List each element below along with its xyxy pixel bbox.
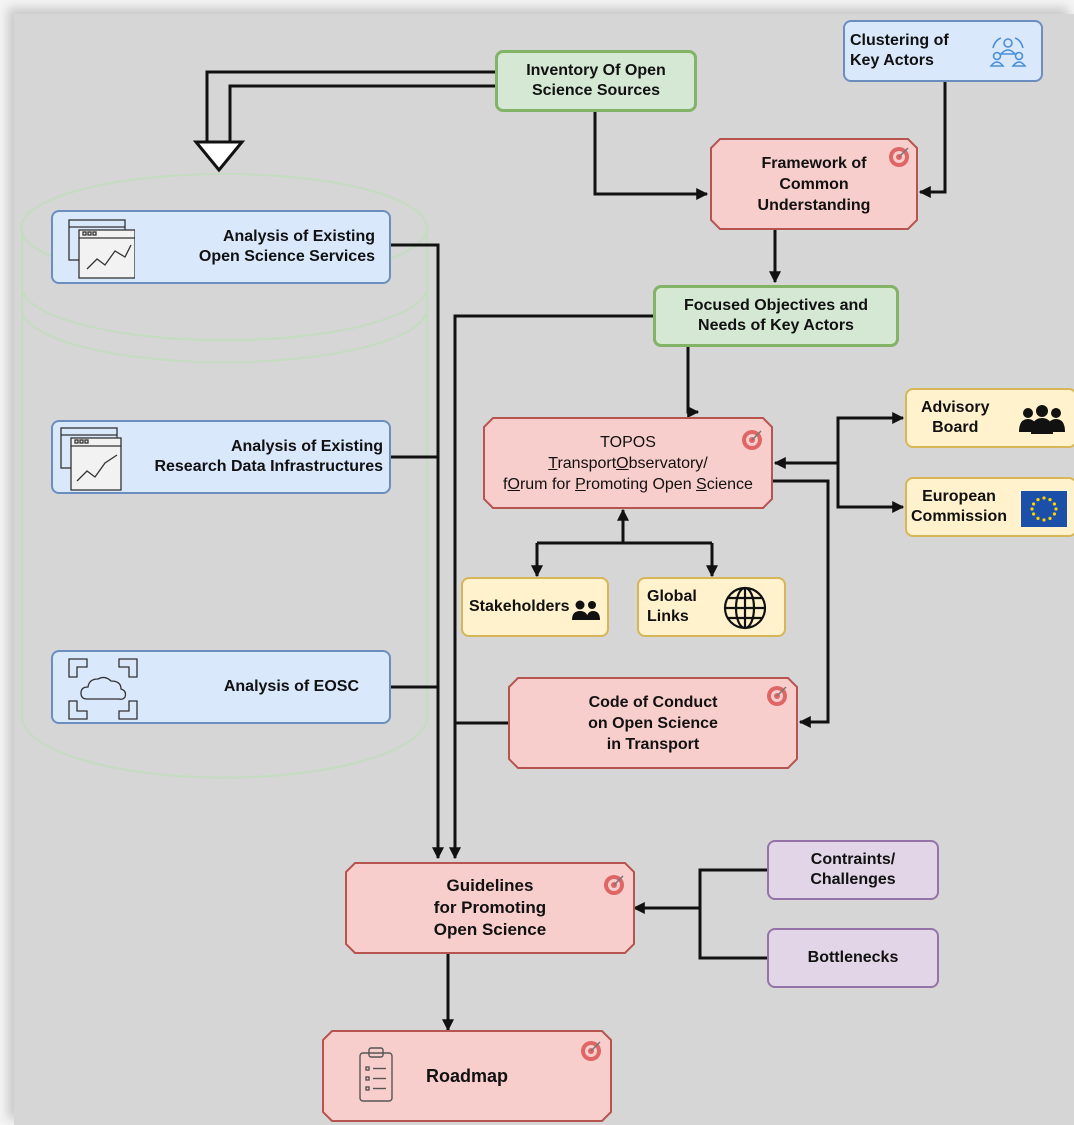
inventory-node[interactable]: Inventory Of Open Science Sources <box>495 50 697 112</box>
topos-label: TOPOS TransportObservatory/ fOrum for Pr… <box>483 417 773 509</box>
focused-label: Focused Objectives and Needs of Key Acto… <box>683 297 869 334</box>
topos-bservatory: bservatory/ <box>628 454 708 472</box>
topos-s: S <box>696 475 707 493</box>
analysis-rdi-node[interactable]: Analysis of Existing Research Data Infra… <box>51 420 391 494</box>
code-of-conduct-node[interactable]: Code of Conduct on Open Science in Trans… <box>508 677 798 769</box>
clustering-label: Clustering of Key Actors <box>850 32 949 69</box>
diagram-canvas: Inventory Of Open Science Sources Cluste… <box>14 14 1074 1125</box>
constraints-label: Contraints/ Challenges <box>810 851 896 888</box>
topos-shape <box>483 417 773 509</box>
guidelines-shape <box>345 862 635 954</box>
eu-flag-icon <box>1021 491 1067 527</box>
analysis-services-node[interactable]: Analysis of Existing Open Science Servic… <box>51 210 391 284</box>
constraints-node[interactable]: Contraints/ Challenges <box>767 840 939 900</box>
edge-advisory <box>836 412 905 463</box>
edge-constraints <box>698 868 767 960</box>
analysis-eosc-label: Analysis of EOSC <box>223 678 359 695</box>
edge-services-guidelines <box>390 243 444 860</box>
advisory-board-node[interactable]: Advisory Board <box>905 388 1074 448</box>
bottlenecks-label: Bottlenecks <box>807 949 899 966</box>
people-icon <box>572 600 600 620</box>
topos-node[interactable]: TOPOS TransportObservatory/ fOrum for Pr… <box>483 417 773 509</box>
topos-rum: rum for <box>519 475 576 493</box>
framework-label: Framework of Common Understanding <box>757 154 871 214</box>
topos-cience: cience <box>706 475 753 493</box>
target-icon <box>581 1041 601 1061</box>
edge-clustering-framework <box>918 80 947 198</box>
edge-focused-topos <box>686 346 700 418</box>
topos-line-3: fOrum for Promoting Open Science <box>503 474 753 495</box>
topos-romoting: romoting Open <box>585 475 697 493</box>
stakeholders-node[interactable]: Stakeholders <box>461 577 609 637</box>
framework-shape <box>710 138 918 230</box>
hollow-arrow-head <box>192 140 246 173</box>
framework-node[interactable]: Framework of Common Understanding <box>710 138 918 230</box>
topos-t: T <box>548 454 558 472</box>
code-shape <box>508 677 798 769</box>
clustering-node[interactable]: Clustering of Key Actors <box>843 20 1043 82</box>
chart-window-icon <box>68 219 135 279</box>
connectors <box>20 70 947 1032</box>
advisory-label: Advisory Board <box>921 399 990 436</box>
hollow-arrow-shaft <box>205 70 495 142</box>
target-icon <box>889 147 909 167</box>
analysis-rdi-label: Analysis of Existing Research Data Infra… <box>154 438 383 475</box>
topos-line-2: TransportObservatory/ <box>548 453 707 474</box>
people-icon <box>1019 405 1065 434</box>
topos-o: O <box>616 454 629 472</box>
focused-objectives-node[interactable]: Focused Objectives and Needs of Key Acto… <box>653 285 899 347</box>
edge-focused-guidelines <box>449 314 653 860</box>
global-label: Global Links <box>647 588 697 625</box>
guidelines-label: Guidelines for Promoting Open Science <box>433 876 547 939</box>
inventory-label: Inventory Of Open Science Sources <box>526 62 666 99</box>
edge-ec <box>836 463 905 513</box>
user-group-icon <box>989 37 1027 67</box>
edge-inventory-framework <box>593 110 709 200</box>
analysis-eosc-node[interactable]: Analysis of EOSC <box>51 650 391 724</box>
stakeholders-label: Stakeholders <box>469 598 570 615</box>
analysis-services-label: Analysis of Existing Open Science Servic… <box>198 228 375 265</box>
chart-window-icon <box>60 427 122 491</box>
topos-ransport: ransport <box>557 454 617 472</box>
clipboard-icon <box>359 1047 393 1102</box>
target-icon <box>767 686 787 706</box>
european-label: European Commission <box>911 488 1008 525</box>
roadmap-node[interactable]: Roadmap <box>322 1030 612 1122</box>
topos-title: TOPOS <box>600 433 656 451</box>
global-links-node[interactable]: Global Links <box>637 577 786 637</box>
guidelines-node[interactable]: Guidelines for Promoting Open Science <box>345 862 635 954</box>
cloud-icon <box>68 658 138 720</box>
globe-icon <box>723 586 767 630</box>
target-icon <box>604 875 624 895</box>
target-icon <box>742 430 762 450</box>
roadmap-label: Roadmap <box>425 1065 508 1086</box>
bottlenecks-node[interactable]: Bottlenecks <box>767 928 939 988</box>
code-label: Code of Conduct on Open Science in Trans… <box>588 693 718 753</box>
topos-f: f <box>503 475 508 493</box>
european-commission-node[interactable]: European Commission <box>905 477 1074 537</box>
edge-topos-code <box>773 479 830 728</box>
topos-O: O <box>507 475 520 493</box>
roadmap-shape <box>322 1030 612 1122</box>
topos-p: P <box>575 475 586 493</box>
